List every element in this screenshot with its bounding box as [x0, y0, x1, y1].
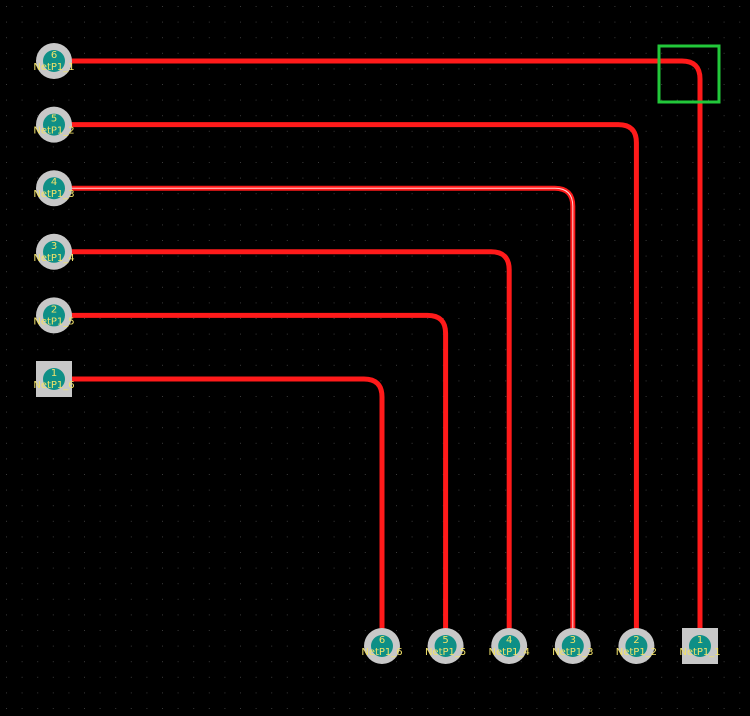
trace-NetP1_4[interactable] — [51, 249, 512, 649]
pad-net-label: NetP1_3 — [33, 189, 74, 200]
pad-number: 5 — [51, 114, 57, 125]
pad-hole — [43, 177, 65, 200]
trace-NetP1_1[interactable] — [51, 58, 703, 649]
pad-net-label: NetP1_4 — [489, 647, 530, 658]
grid-dots — [6, 6, 741, 709]
pad-hole — [43, 240, 65, 263]
pad-hole — [371, 635, 393, 657]
pad-number: 4 — [51, 177, 57, 188]
pad-hole — [43, 113, 65, 136]
trace-NetP1_2[interactable] — [51, 122, 639, 649]
pad-number: 5 — [442, 635, 448, 646]
pad-net-label: NetP1_4 — [33, 253, 74, 264]
pad-hole — [498, 635, 521, 657]
pad-hole — [43, 50, 65, 72]
pad-number: 6 — [379, 635, 385, 646]
pad-net-label: NetP1_3 — [552, 647, 593, 658]
pad-number: 3 — [570, 635, 576, 646]
pad-net-label: NetP1_5 — [33, 316, 74, 327]
pad-hole — [689, 635, 711, 657]
pad-net-label: NetP1_1 — [679, 647, 720, 658]
pad-hole — [625, 635, 648, 657]
selection-box[interactable] — [657, 44, 721, 104]
pad-net-label: NetP1_6 — [33, 380, 74, 391]
pad-hole — [43, 304, 65, 327]
pad-hole — [43, 368, 65, 390]
trace-NetP1_6[interactable] — [51, 376, 385, 649]
pad-net-label: NetP1_6 — [361, 647, 402, 658]
trace-NetP1_5[interactable] — [51, 312, 449, 649]
trace-highlight — [54, 187, 574, 646]
pad-net-label: NetP1_2 — [616, 647, 657, 658]
pad-net-label: NetP1_1 — [33, 62, 74, 73]
pad-hole — [561, 635, 584, 657]
pad-net-label: NetP1_5 — [425, 647, 466, 658]
pad-number: 3 — [51, 241, 57, 252]
pad-number: 2 — [633, 635, 639, 646]
pad-number: 1 — [697, 635, 703, 646]
pad-hole — [434, 635, 457, 657]
pad-net-label: NetP1_2 — [33, 126, 74, 137]
trace-layer[interactable] — [51, 58, 703, 649]
pad-number: 6 — [51, 50, 57, 61]
pad-number: 4 — [506, 635, 512, 646]
pad-number: 2 — [51, 304, 57, 315]
pad-number: 1 — [51, 368, 57, 379]
